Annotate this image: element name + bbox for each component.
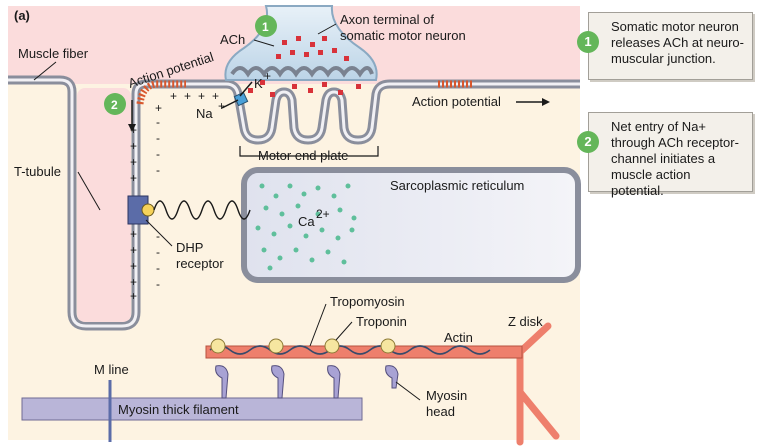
dhp-leader [145, 219, 173, 247]
myosin-thick-filament [21, 397, 363, 421]
svg-text:-: - [156, 131, 160, 145]
step-callout-2-text: Net entry of Na+ through ACh receptor-ch… [611, 119, 739, 198]
svg-text:+: + [130, 139, 137, 153]
k-efflux-arrow [239, 81, 253, 97]
svg-text:+: + [130, 155, 137, 169]
label-motor-end-plate: Motor end plate [258, 148, 348, 163]
svg-text:-: - [156, 277, 160, 291]
svg-text:-: - [156, 261, 160, 275]
label-na-ion: Na [196, 106, 213, 121]
svg-text:-: - [156, 163, 160, 177]
dhp-receptor-charge [141, 203, 155, 217]
release-sites [230, 66, 374, 78]
label-dhp-1: DHP [176, 240, 203, 255]
t-tubule-charges: + + + + + + + + + + + + + + - - - - - - … [130, 89, 219, 303]
svg-text:+: + [212, 89, 219, 103]
step-callout-1-text: Somatic motor neuron releases ACh at neu… [611, 19, 744, 66]
action-potential-stripe-left [136, 80, 186, 105]
calcium-ions [255, 183, 357, 271]
svg-text:+: + [184, 89, 191, 103]
step-callout-1: 1 Somatic motor neuron releases ACh at n… [577, 12, 753, 80]
t-tubule-lumen [77, 88, 131, 322]
actin-filament [205, 345, 523, 359]
svg-text:-: - [156, 147, 160, 161]
label-na-ion-sup: + [218, 99, 225, 113]
label-action-potential-right: Action potential [412, 94, 501, 109]
label-k-ion: K [254, 76, 263, 91]
step-callout-1-badge: 1 [577, 31, 599, 53]
label-myosin-thick-filament: Myosin thick filament [118, 402, 239, 417]
na-influx-arrow [221, 99, 239, 109]
ach-molecules [248, 36, 361, 97]
svg-text:+: + [170, 89, 177, 103]
svg-text:-: - [156, 115, 160, 129]
leader-lines [33, 23, 421, 401]
action-potential-arrowhead-down [128, 124, 136, 132]
step-badge-2: 2 [104, 93, 126, 115]
label-calcium: Ca [298, 214, 315, 229]
svg-text:+: + [130, 227, 137, 241]
svg-text:+: + [130, 243, 137, 257]
label-axon-terminal-2: somatic motor neuron [340, 28, 466, 43]
label-m-line: M line [94, 362, 129, 377]
label-myosin-head-2: head [426, 404, 455, 419]
label-troponin: Troponin [356, 314, 407, 329]
label-muscle-fiber: Muscle fiber [18, 46, 89, 61]
step-callout-2-badge: 2 [577, 131, 599, 153]
label-dhp-2: receptor [176, 256, 224, 271]
svg-text:-: - [156, 229, 160, 243]
motor-end-plate-bracket [239, 146, 379, 157]
myosin-heads [215, 365, 399, 399]
label-actin: Actin [444, 330, 473, 345]
label-k-ion-sup: + [264, 69, 271, 83]
step-badge-1: 1 [255, 15, 277, 37]
label-tropomyosin: Tropomyosin [330, 294, 405, 309]
svg-text:+: + [130, 171, 137, 185]
troponin-complexes [210, 338, 396, 354]
label-t-tubule: T-tubule [14, 164, 61, 179]
label-myosin-head-1: Myosin [426, 388, 467, 403]
label-ach: ACh [220, 32, 245, 47]
ryanodine-receptor-link [153, 200, 251, 220]
axon-terminal [224, 5, 378, 81]
svg-text:+: + [155, 101, 162, 115]
svg-text:-: - [156, 245, 160, 259]
svg-text:1: 1 [262, 20, 269, 34]
label-sarcoplasmic-reticulum: Sarcoplasmic reticulum [390, 178, 524, 193]
tropomyosin-strand [209, 345, 491, 355]
svg-text:+: + [130, 275, 137, 289]
label-z-disk: Z disk [508, 314, 543, 329]
sarcolemma-inner [8, 78, 580, 328]
svg-text:+: + [130, 289, 137, 303]
label-axon-terminal-1: Axon terminal of [340, 12, 434, 27]
action-potential-arrowhead-right [542, 98, 550, 106]
svg-text:+: + [198, 89, 205, 103]
svg-text:+: + [130, 259, 137, 273]
label-calcium-sup: 2+ [316, 207, 330, 221]
svg-text:2: 2 [111, 98, 118, 112]
panel-label: (a) [14, 8, 30, 23]
svg-text:+: + [130, 123, 137, 137]
step-callout-2: 2 Net entry of Na+ through ACh receptor-… [577, 112, 753, 198]
